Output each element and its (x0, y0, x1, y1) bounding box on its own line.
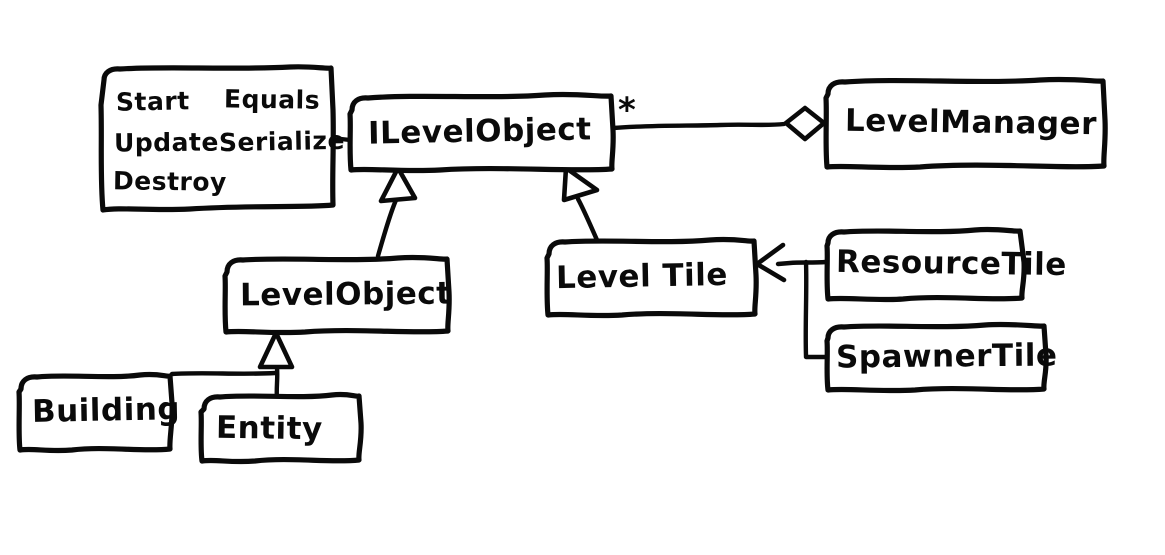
class-label-entity: Entity (216, 410, 323, 447)
edge-building-entity-to-levelobject (169, 330, 295, 403)
class-label-levelmanager: LevelManager (845, 103, 1098, 143)
class-box-resourcetile[interactable]: ResourceTile (824, 226, 1067, 303)
class-label-spawnertile: SpawnerTile (836, 338, 1058, 376)
edge-ilevelobject-to-levelmanager (610, 105, 827, 142)
class-label-resourcetile: ResourceTile (836, 244, 1067, 283)
inheritance-triangle-icon (257, 330, 295, 370)
method-label-update: Update (114, 128, 219, 158)
edge-leveltile-to-ilevelobject (561, 165, 600, 243)
multiplicity-star-label: * (618, 91, 636, 131)
class-label-leveltile: Level Tile (556, 257, 729, 296)
edge-levelobject-to-ilevelobject (375, 165, 418, 259)
class-box-ilevelobject[interactable]: ILevelObject * (347, 91, 636, 174)
class-box-building[interactable]: Building (16, 371, 181, 454)
class-box-leveltile[interactable]: Level Tile (544, 236, 759, 319)
class-label-building: Building (32, 391, 181, 430)
method-label-start: Start (116, 86, 190, 116)
edge-tiles-to-leveltile (754, 242, 829, 360)
class-box-levelobject[interactable]: LevelObject (222, 254, 452, 336)
aggregation-diamond-icon (783, 105, 827, 142)
methods-box[interactable]: Start Equals Update Serialize Destroy (98, 64, 345, 213)
class-label-ilevelobject: ILevelObject (368, 111, 592, 151)
method-label-destroy: Destroy (113, 166, 227, 197)
method-label-serialize: Serialize (219, 126, 345, 157)
class-label-levelobject: LevelObject (240, 276, 452, 314)
inheritance-triangle-icon (378, 165, 418, 204)
class-box-spawnertile[interactable]: SpawnerTile (824, 321, 1058, 394)
class-box-levelmanager[interactable]: LevelManager (823, 76, 1108, 171)
inheritance-triangle-icon (561, 165, 600, 203)
class-box-entity[interactable]: Entity (198, 391, 364, 465)
method-label-equals: Equals (224, 84, 320, 114)
